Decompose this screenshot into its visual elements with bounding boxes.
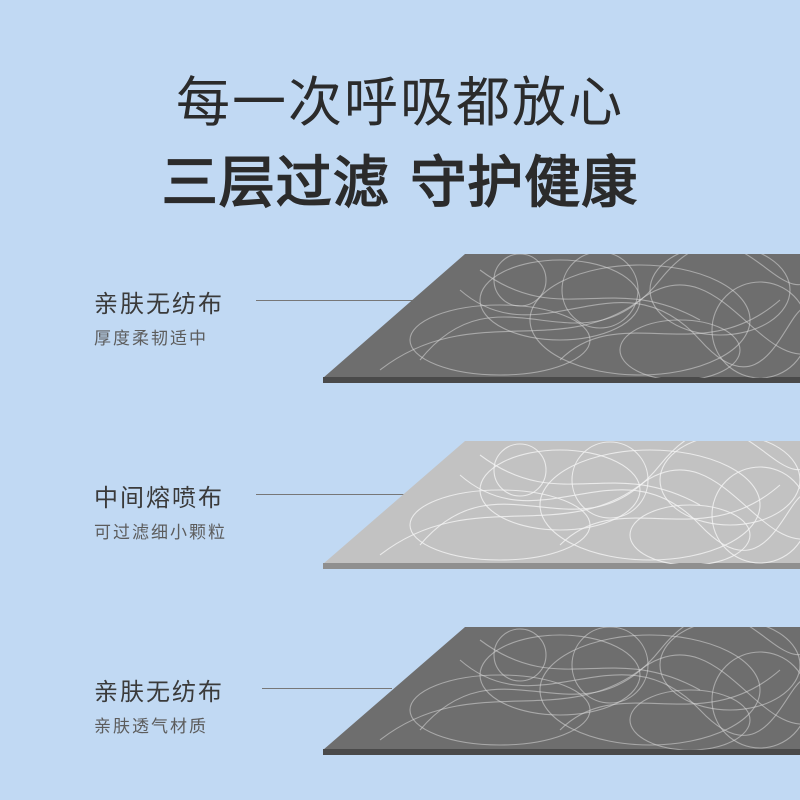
layer-2-subtitle: 可过滤细小颗粒 <box>94 523 227 543</box>
layer-3-title: 亲肤无纺布 <box>94 678 224 706</box>
headline-secondary: 三层过滤 守护健康 <box>161 151 639 216</box>
fabric-layer-top-edge <box>323 377 800 383</box>
layer-1-leader-line <box>256 300 414 301</box>
layer-2-title: 中间熔喷布 <box>94 484 224 512</box>
fiber-texture-middle <box>379 441 800 564</box>
fabric-layer-bottom-edge <box>323 749 800 755</box>
fabric-layer-middle <box>323 441 800 569</box>
layer-1-title: 亲肤无纺布 <box>94 290 224 318</box>
fabric-layer-bottom <box>323 627 800 755</box>
layer-2-leader-line <box>256 494 404 495</box>
layer-3-subtitle: 亲肤透气材质 <box>94 717 208 737</box>
fiber-texture-bottom <box>379 627 800 750</box>
headline-primary: 每一次呼吸都放心 <box>176 71 624 134</box>
fabric-layer-middle-face <box>323 441 800 564</box>
fabric-layer-middle-edge <box>323 563 800 569</box>
fabric-layer-bottom-face <box>323 627 800 750</box>
fabric-layer-top <box>323 254 800 383</box>
fiber-texture-top <box>379 254 800 378</box>
layer-1-subtitle: 厚度柔韧适中 <box>94 329 208 349</box>
layer-3-leader-line <box>262 688 392 689</box>
